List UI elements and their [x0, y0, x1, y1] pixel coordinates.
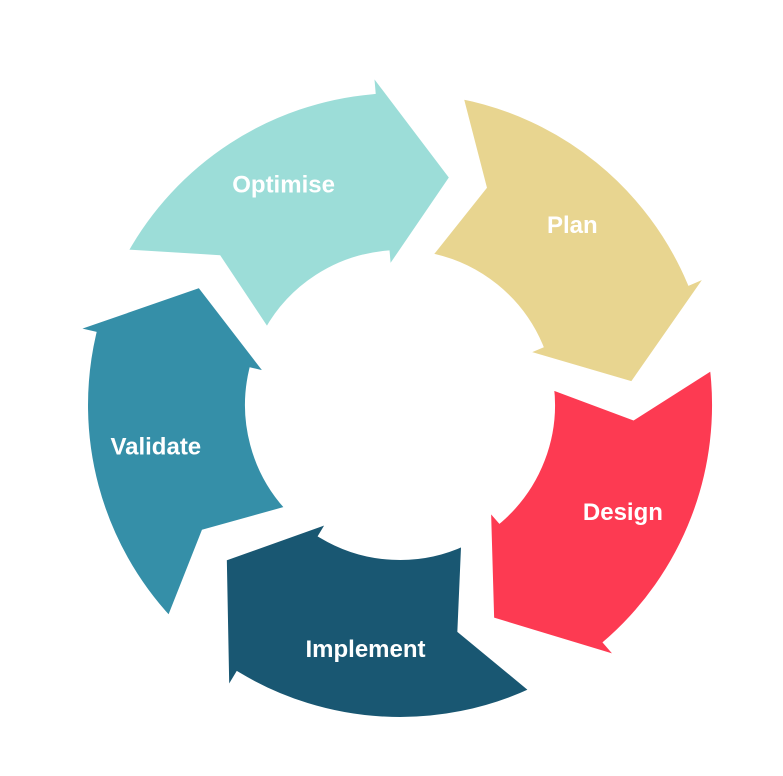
stage-validate: Validate: [60, 281, 295, 626]
stage-plan: Plan: [423, 91, 719, 389]
plan-label: Plan: [547, 212, 598, 239]
validate-arrow: [60, 281, 295, 626]
implement-label: Implement: [305, 636, 425, 663]
stage-implement: Implement: [220, 514, 539, 723]
implement-arrow: [220, 514, 539, 723]
optimise-arrow: [119, 59, 457, 338]
stage-optimise: Optimise: [119, 59, 457, 338]
validate-label: Validate: [110, 433, 201, 460]
plan-arrow: [423, 91, 719, 389]
design-arrow: [484, 361, 718, 666]
stage-design: Design: [484, 361, 718, 666]
optimise-label: Optimise: [232, 171, 335, 198]
design-label: Design: [583, 499, 663, 526]
